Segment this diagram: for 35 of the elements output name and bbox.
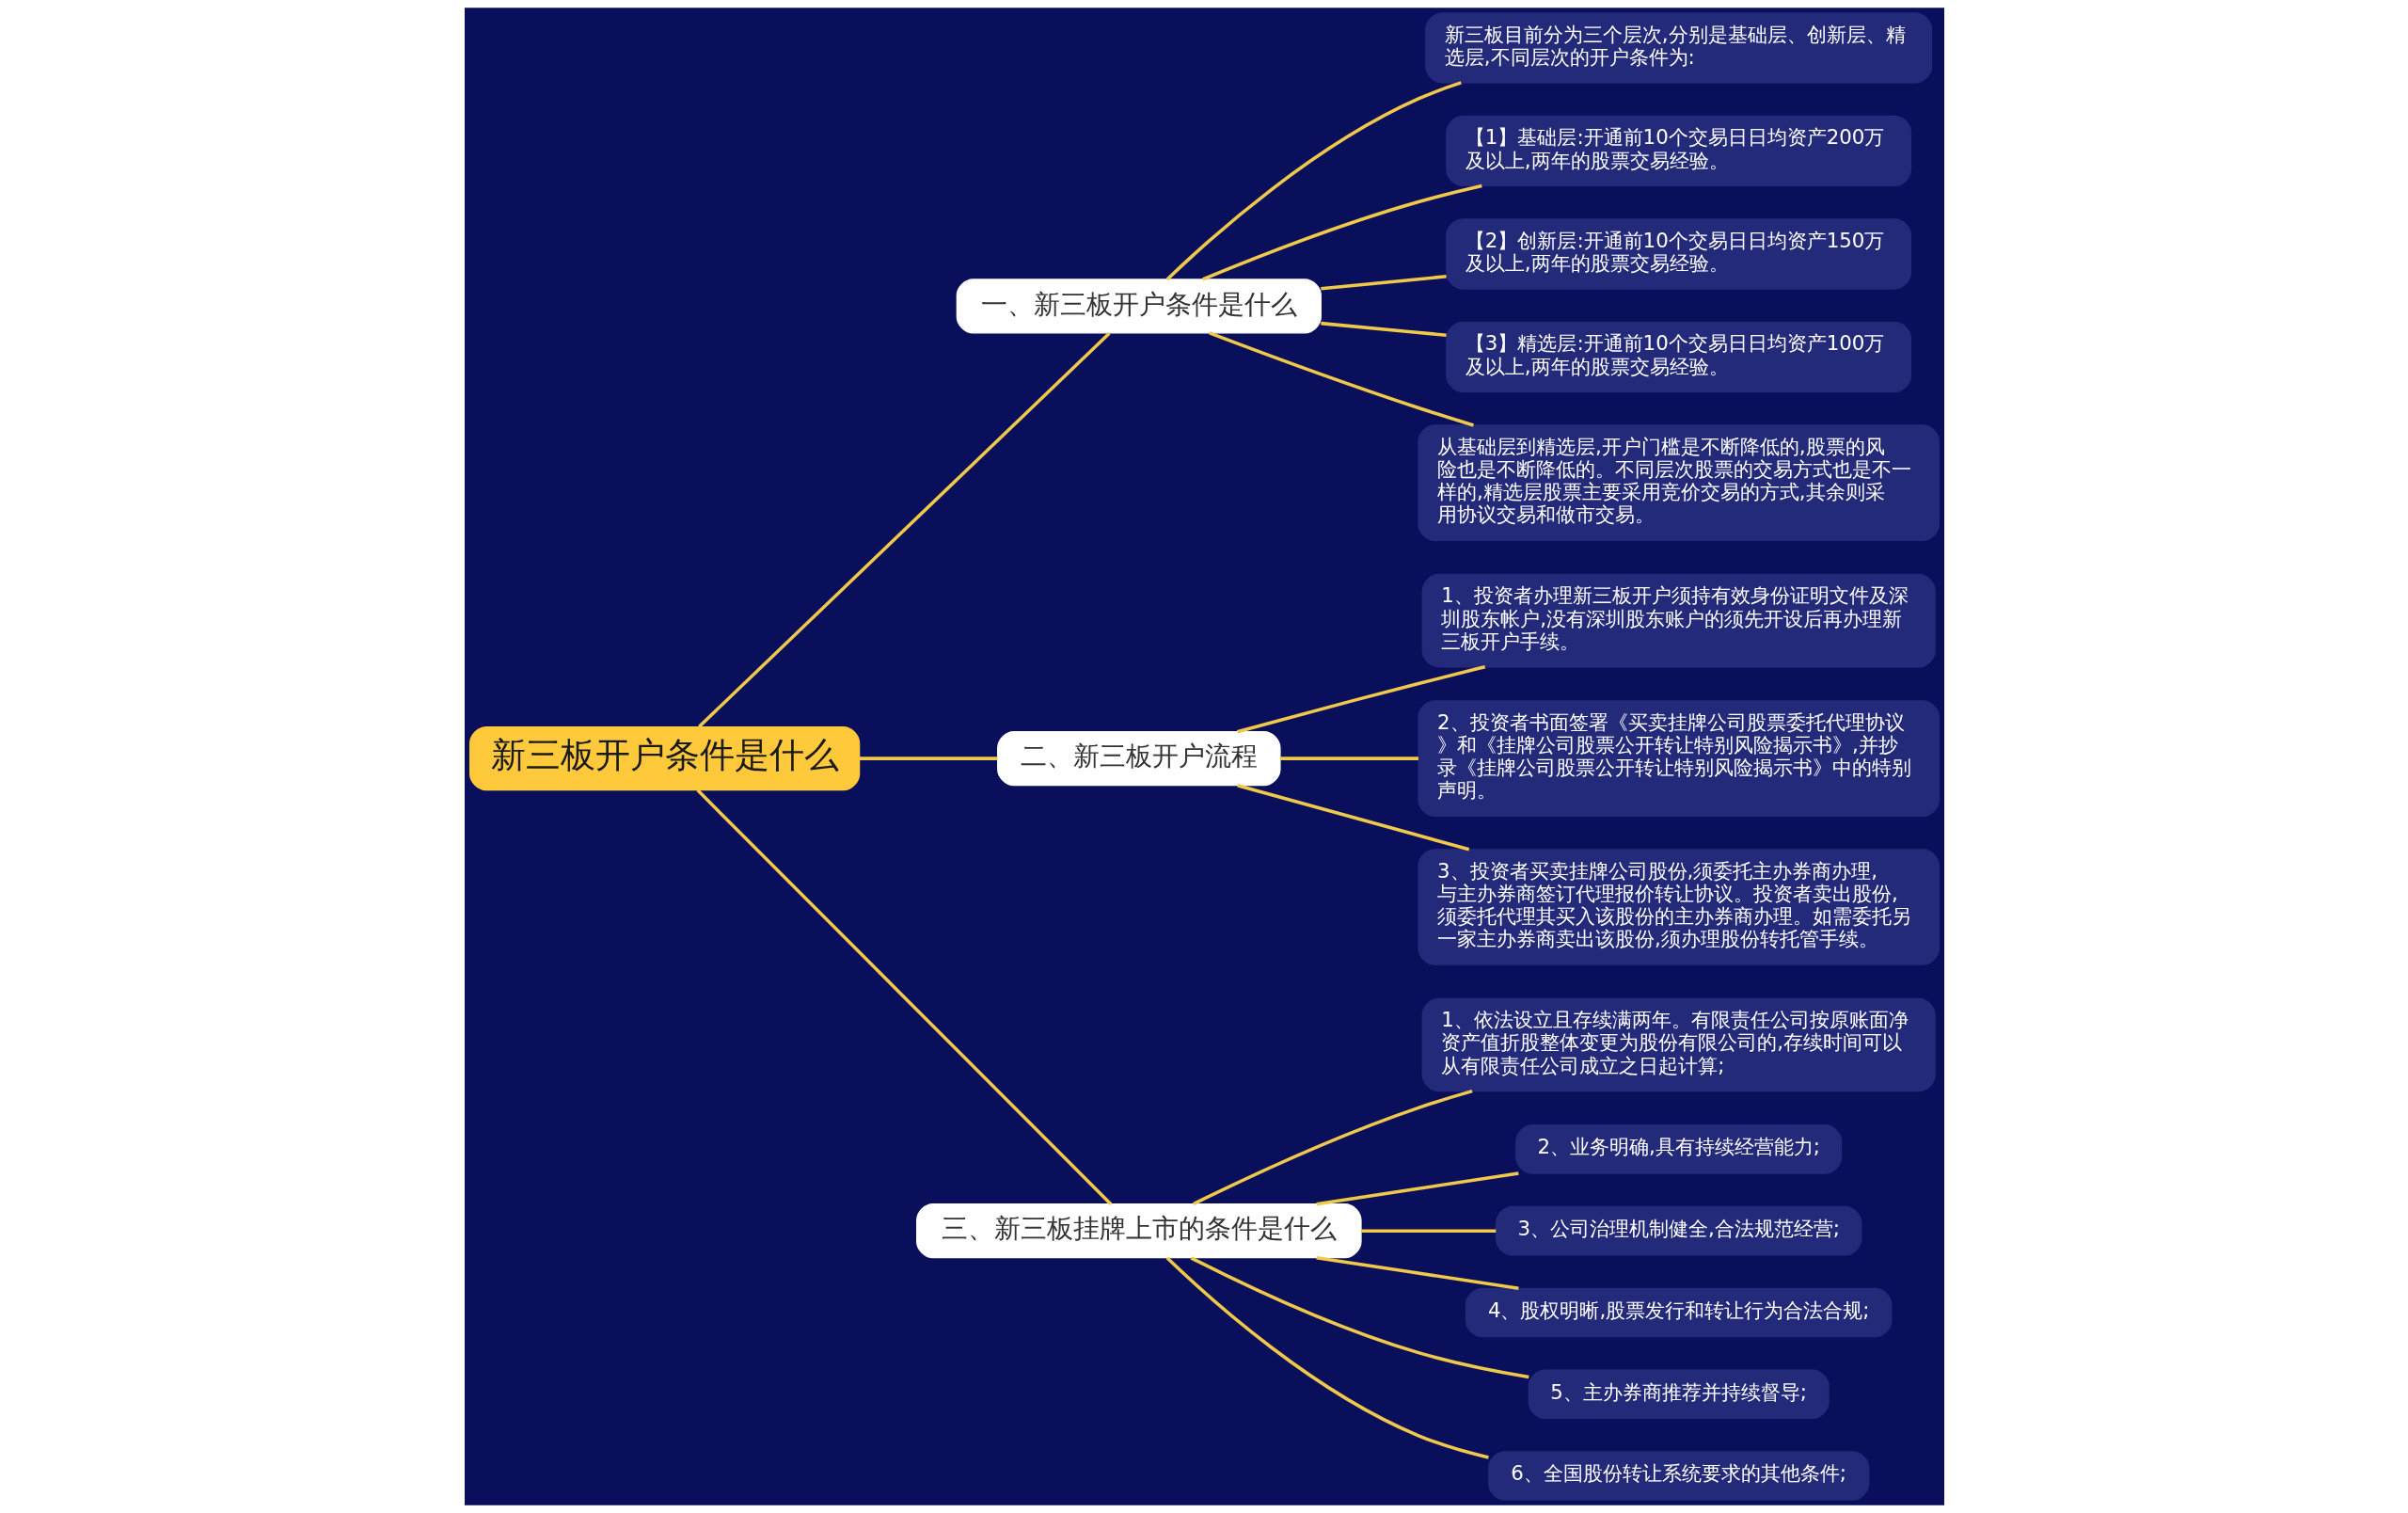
connector [1192, 1089, 1473, 1206]
connector [697, 331, 1111, 728]
node-box: 新三板目前分为三个层次,分别是基础层、创新层、精选层,不同层次的开户条件为: [1424, 12, 1932, 84]
connector [1201, 183, 1482, 281]
connector [695, 788, 1112, 1205]
node-box: 5、主办券商推荐并持续督导; [1528, 1369, 1830, 1419]
connector [1165, 1256, 1489, 1459]
node-box: 【3】精选层:开通前10个交易日日均资产100万及以上,两年的股票交易经验。 [1445, 321, 1911, 393]
connector [1189, 1256, 1529, 1379]
node-box: 三、新三板挂牌上市的条件是什么 [915, 1203, 1362, 1259]
connector [1208, 331, 1474, 427]
node-box: 4、股权明晰,股票发行和转让行为合法合规; [1465, 1287, 1893, 1338]
node-box: 3、公司治理机制健全,合法规范经营; [1495, 1205, 1862, 1256]
connector [1236, 784, 1469, 852]
connector [1320, 321, 1447, 337]
node-box: 6、全国股份转让系统要求的其他条件; [1487, 1451, 1869, 1501]
connector [1320, 275, 1447, 291]
node-box: 1、依法设立且存续满两年。有限责任公司按原账面净资产值折股整体变更为股份有限公司的,存续时间可以从有限责任公司成立之日起计算; [1421, 997, 1936, 1092]
node-box: 【2】创新层:开通前10个交易日日均资产150万及以上,两年的股票交易经验。 [1445, 218, 1911, 290]
node-box: 一、新三板开户条件是什么 [956, 279, 1322, 334]
node-box: 1、投资者办理新三板开户须持有效身份证明文件及深圳股东帐户,没有深圳股东账户的须先开设后再办理新三板开户手续。 [1421, 573, 1936, 668]
node-box: 【1】基础层:开通前10个交易日日均资产200万及以上,两年的股票交易经验。 [1445, 115, 1911, 187]
node-box: 2、业务明确,具有持续经营能力; [1514, 1124, 1842, 1174]
connector [1279, 756, 1418, 760]
node-box: 从基础层到精选层,开户门槛是不断降低的,股票的风险也是不断降低的。不同层次股票的交易方式也是不一样的,精选层股票主要采用竞价交易的方式,其余则采用协议交易和做市交易。 [1417, 424, 1940, 541]
node-box: 二、新三板开户流程 [996, 731, 1281, 787]
connector [1315, 1255, 1519, 1291]
connector [1360, 1229, 1496, 1233]
connector [859, 756, 998, 760]
connector [1236, 665, 1485, 734]
node-box: 3、投资者买卖挂牌公司股份,须委托主办券商办理,与主办券商签订代理报价转让协议。投资者卖出股份,须委托代理其买入该股份的主办券商办理。如需委托另一家主办券商卖出该股份,须办理股份转托管手续。 [1417, 849, 1940, 965]
connector [1315, 1171, 1519, 1206]
connector [1165, 81, 1462, 281]
node-box: 2、投资者书面签署《买卖挂牌公司股票委托代理协议》和《挂牌公司股票公开转让特别风险揭示书》,并抄录《挂牌公司股票公开转让特别风险揭示书》中的特别声明。 [1417, 700, 1940, 817]
node-box: 新三板开户条件是什么 [468, 726, 860, 791]
